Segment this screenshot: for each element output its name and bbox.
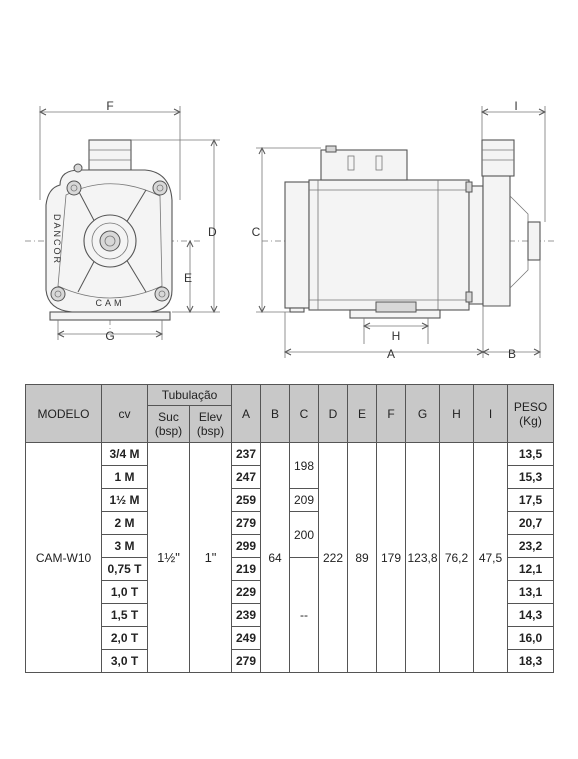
- cell-g: 123,8: [405, 442, 440, 673]
- cell-peso: 18,3: [507, 649, 554, 673]
- dim-label-c: C: [252, 225, 261, 239]
- cell-d: 222: [318, 442, 348, 673]
- cell-peso: 13,1: [507, 580, 554, 604]
- dim-label-g: G: [105, 329, 114, 343]
- header-peso-label: PESO: [513, 399, 548, 414]
- header-h: H: [439, 384, 474, 443]
- cell-c: --: [289, 557, 319, 673]
- header-suc-label: Suc: [158, 410, 179, 424]
- header-f: F: [376, 384, 406, 443]
- dim-label-e: E: [184, 271, 192, 285]
- cell-cv: 3,0 T: [101, 649, 148, 673]
- cell-c: 209: [289, 488, 319, 512]
- cell-a: 247: [231, 465, 261, 489]
- cell-cv: 1,0 T: [101, 580, 148, 604]
- cell-peso: 12,1: [507, 557, 554, 581]
- header-tubulacao: Tubulação: [147, 384, 232, 406]
- casting-model-text: CAM: [96, 298, 125, 308]
- dim-label-a: A: [387, 347, 395, 361]
- cell-modelo: CAM-W10: [25, 442, 102, 673]
- header-i: I: [473, 384, 508, 443]
- cell-cv: 2 M: [101, 511, 148, 535]
- technical-drawings: DANCOR CAM F D E G: [25, 99, 555, 361]
- table-row: 1,5 T 239 14,3: [26, 603, 554, 627]
- cell-a: 259: [231, 488, 261, 512]
- side-view-drawing: I C H A B: [252, 99, 555, 361]
- table-row: 1,0 T 229 13,1: [26, 580, 554, 604]
- cell-peso: 14,3: [507, 603, 554, 627]
- cell-a: 299: [231, 534, 261, 558]
- header-c: C: [289, 384, 319, 443]
- header-suc: Suc (bsp): [147, 405, 190, 443]
- dim-label-h: H: [392, 329, 401, 343]
- header-elev-label: Elev: [198, 410, 223, 424]
- cell-a: 237: [231, 442, 261, 466]
- dim-label-b: B: [508, 347, 516, 361]
- table-row: 3 M 299 23,2: [26, 534, 554, 558]
- table-row: CAM-W10 3/4 M 1½" 1" 237 64 198 222 89 1…: [25, 442, 554, 673]
- cell-peso: 17,5: [507, 488, 554, 512]
- dim-label-d: D: [208, 225, 217, 239]
- cell-peso: 15,3: [507, 465, 554, 489]
- cell-cv: 0,75 T: [101, 557, 148, 581]
- header-d: D: [318, 384, 348, 443]
- header-e: E: [347, 384, 377, 443]
- cell-a: 239: [231, 603, 261, 627]
- cell-c: 200: [289, 511, 319, 558]
- cell-suc: 1½": [147, 442, 190, 673]
- casting-brand-text: DANCOR: [52, 214, 62, 265]
- cell-a: 279: [231, 511, 261, 535]
- cell-cv: 1,5 T: [101, 603, 148, 627]
- cell-peso: 23,2: [507, 534, 554, 558]
- cell-peso: 20,7: [507, 511, 554, 535]
- header-suc-unit: (bsp): [154, 424, 183, 438]
- cell-h: 76,2: [439, 442, 474, 673]
- cell-e: 89: [347, 442, 377, 673]
- cell-a: 249: [231, 626, 261, 650]
- cell-cv: 3/4 M: [101, 442, 148, 466]
- header-elev-unit: (bsp): [196, 424, 225, 438]
- table-row: 1½ M 259 209 17,5: [26, 488, 554, 512]
- cell-c: 198: [289, 442, 319, 489]
- header-peso: PESO (Kg): [507, 384, 554, 443]
- header-cv: cv: [101, 384, 148, 443]
- table-row: 2 M 279 200 20,7: [26, 511, 554, 558]
- cell-cv: 1 M: [101, 465, 148, 489]
- cell-cv: 1½ M: [101, 488, 148, 512]
- dim-label-i: I: [514, 99, 517, 113]
- cell-b: 64: [260, 442, 290, 673]
- table-row: 0,75 T 219 -- 12,1: [26, 557, 554, 673]
- header-b: B: [260, 384, 290, 443]
- table-row: 3,0 T 279 18,3: [26, 649, 554, 673]
- cell-i: 47,5: [473, 442, 508, 673]
- cell-peso: 13,5: [507, 442, 554, 466]
- cell-cv: 3 M: [101, 534, 148, 558]
- header-modelo: MODELO: [25, 384, 102, 443]
- header-kg-label: (Kg): [519, 413, 542, 428]
- header-g: G: [405, 384, 440, 443]
- cell-a: 219: [231, 557, 261, 581]
- dim-label-f: F: [106, 99, 113, 113]
- header-a: A: [231, 384, 261, 443]
- cell-peso: 16,0: [507, 626, 554, 650]
- front-view-drawing: DANCOR CAM F D E G: [25, 99, 220, 343]
- specifications-table: MODELO cv Tubulação A B C D E F G H I PE…: [25, 384, 554, 673]
- cell-elev: 1": [189, 442, 232, 673]
- cell-a: 229: [231, 580, 261, 604]
- cell-f: 179: [376, 442, 406, 673]
- header-elev: Elev (bsp): [189, 405, 232, 443]
- cell-a: 279: [231, 649, 261, 673]
- cell-cv: 2,0 T: [101, 626, 148, 650]
